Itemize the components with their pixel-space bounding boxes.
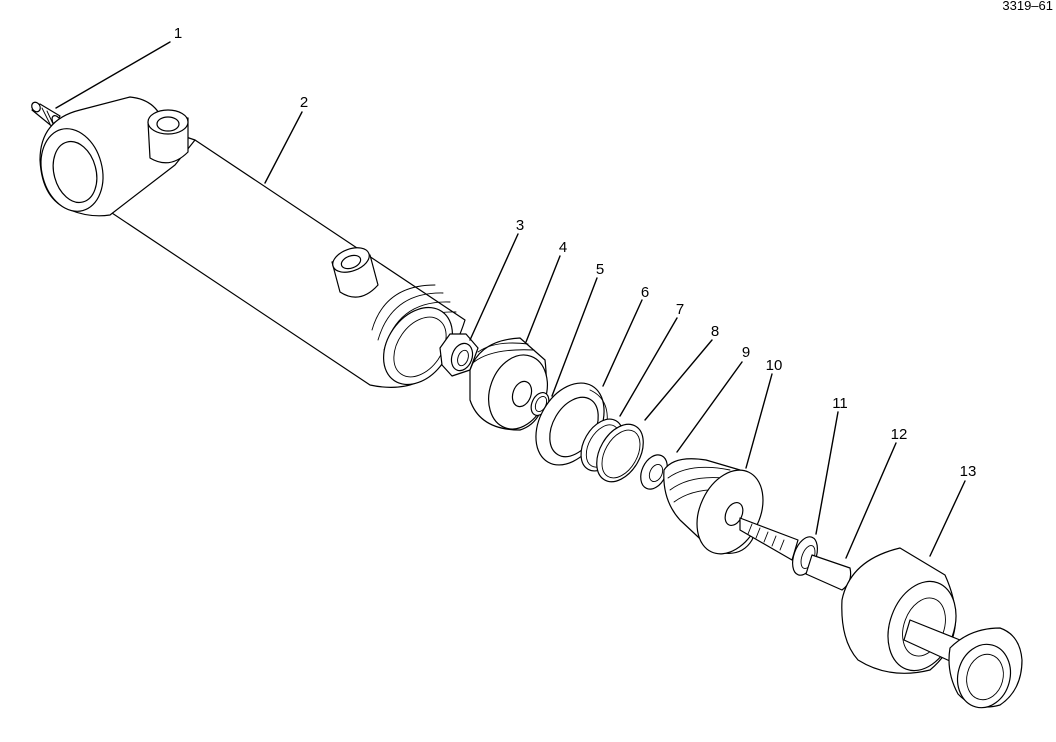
- part-8-o-ring: [596, 423, 644, 483]
- callout-1: 1: [174, 25, 182, 42]
- callout-labels: 1 2 3 4 5 6 7 8 9 10 11 12 13: [174, 25, 977, 480]
- callout-6: 6: [641, 284, 649, 301]
- callout-12: 12: [891, 426, 908, 443]
- part-13-rod-assembly: [841, 547, 1023, 709]
- part-4-piston: [469, 337, 548, 431]
- callout-13: 13: [960, 463, 977, 480]
- callout-9: 9: [742, 344, 750, 361]
- part-10-gland: [663, 458, 764, 555]
- callout-3: 3: [516, 217, 524, 234]
- part-3-nut: [439, 333, 479, 377]
- callout-5: 5: [596, 261, 604, 278]
- callout-11: 11: [832, 395, 848, 412]
- callout-10: 10: [766, 357, 783, 374]
- callout-4: 4: [559, 239, 567, 256]
- callout-8: 8: [711, 323, 719, 340]
- callout-7: 7: [676, 301, 684, 318]
- part-12-rod-end: [805, 554, 852, 591]
- callout-leaders: [55, 41, 966, 559]
- part-2-cylinder-barrel: [39, 96, 466, 388]
- figure-id: 3319–61: [1002, 0, 1053, 13]
- callout-2: 2: [300, 94, 308, 111]
